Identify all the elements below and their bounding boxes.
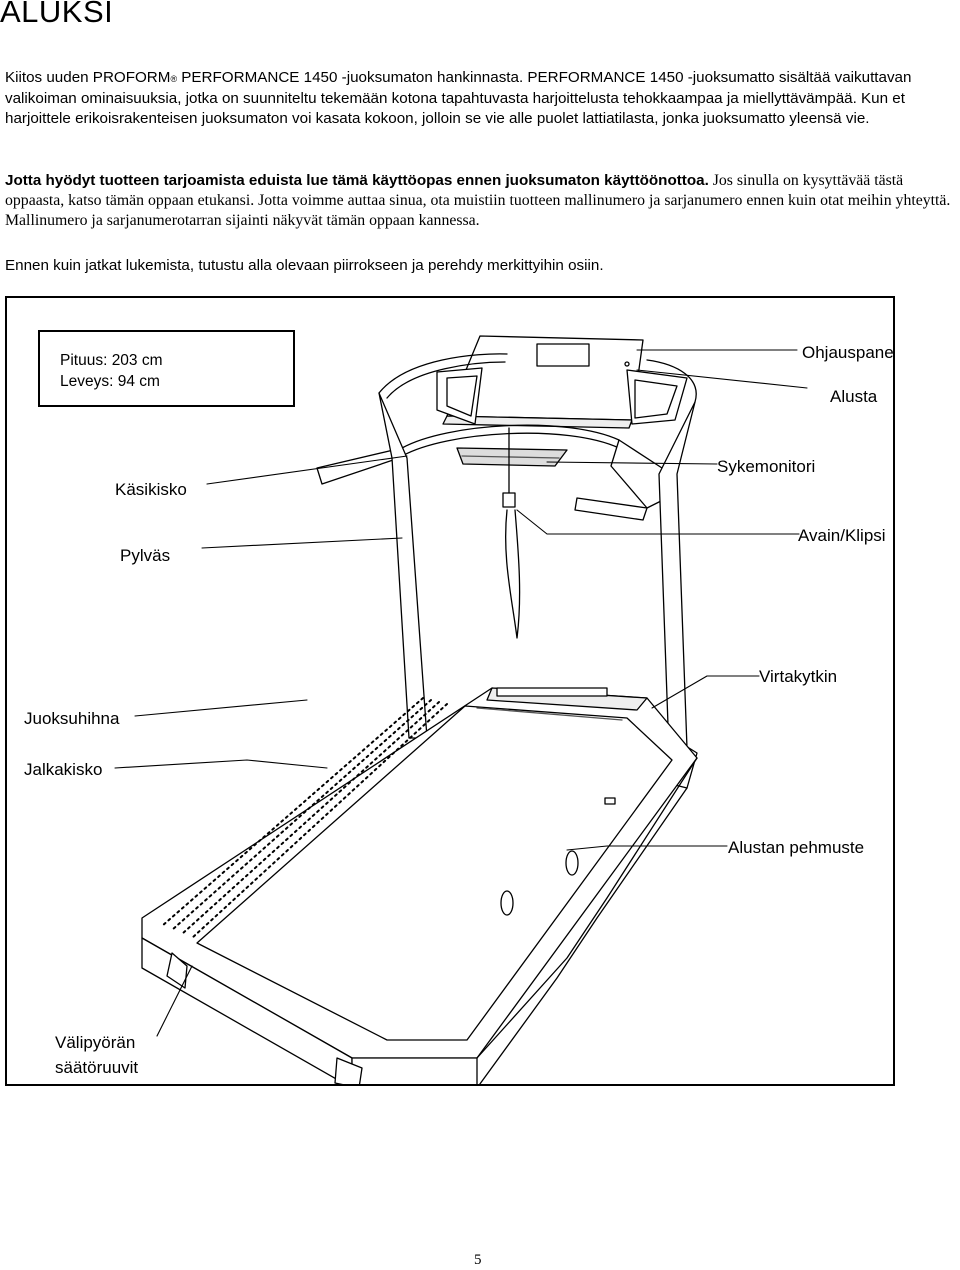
- label-deck: Alusta: [830, 387, 878, 406]
- intro-paragraph: Kiitos uuden PROFORM® PERFORMANCE 1450 -…: [5, 68, 955, 129]
- intro-brand: Kiitos uuden PROFORM: [5, 69, 171, 86]
- width-dimension: Leveys: 94 cm: [60, 373, 160, 390]
- deck-drawing: [141, 687, 698, 1084]
- console-drawing: [378, 335, 697, 429]
- handrail-drawing: [316, 424, 676, 639]
- label-pulse-sensor: Sykemonitori: [717, 457, 816, 476]
- leader-lines: [114, 349, 808, 1037]
- treadmill-figure: Pituus: 203 cm Leveys: 94 cm Ohjauspanee…: [5, 296, 895, 1086]
- label-deck-cushion: Alustan pehmuste: [728, 838, 865, 857]
- label-foot-rail: Jalkakisko: [24, 760, 103, 779]
- dimensions-box: Pituus: 203 cm Leveys: 94 cm: [38, 330, 295, 407]
- label-power-switch: Virtakytkin: [759, 667, 838, 686]
- label-handrail: Käsikisko: [115, 480, 187, 499]
- registered-mark: ®: [170, 74, 178, 84]
- label-upright: Pylväs: [120, 546, 171, 565]
- label-console: Ohjauspaneeli: [802, 343, 894, 362]
- notice-text: Jos sinulla on kysyttävää tästä oppaasta…: [5, 172, 951, 229]
- label-key-clip: Avain/Klipsi: [798, 526, 886, 545]
- label-walking-belt: Juoksuhihna: [24, 709, 120, 728]
- length-dimension: Pituus: 203 cm: [60, 352, 163, 369]
- page-number: 5: [474, 1252, 482, 1268]
- page-heading: ALUKSI: [0, 0, 114, 29]
- label-idler-bolts: Välipyörän säätöruuvit: [55, 1033, 139, 1077]
- treadmill-drawing: [114, 335, 808, 1084]
- intro-text: PERFORMANCE 1450 -juoksumaton hankinnast…: [5, 69, 912, 127]
- notice-bold: Jotta hyödyt tuotteen tarjoamista eduist…: [5, 172, 709, 189]
- before-reading-text: Ennen kuin jatkat lukemista, tutustu all…: [5, 257, 604, 274]
- notice-paragraph: Jotta hyödyt tuotteen tarjoamista eduist…: [5, 171, 955, 231]
